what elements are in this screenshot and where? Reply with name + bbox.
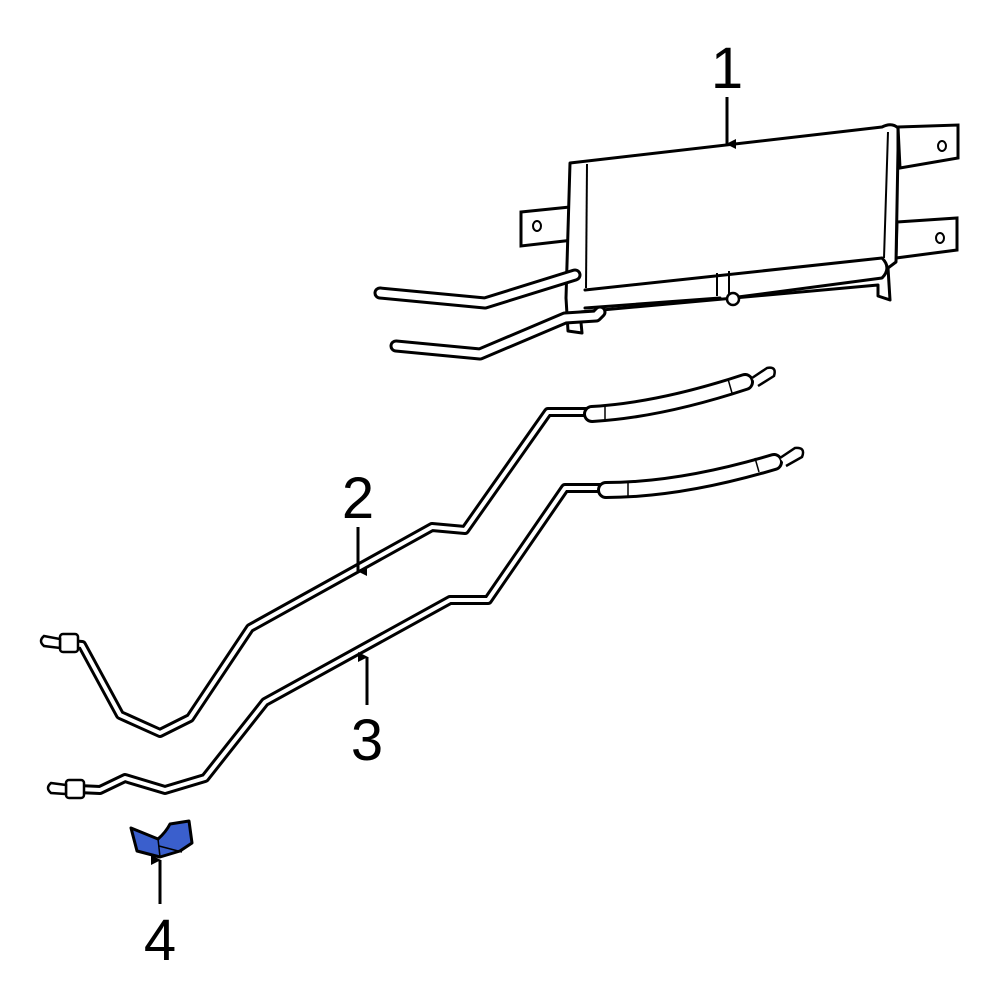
line-fitting xyxy=(39,632,80,654)
shield-bracket[interactable] xyxy=(129,819,194,859)
callout-number: 3 xyxy=(351,708,383,773)
oil-cooler[interactable] xyxy=(373,123,960,361)
callout-3: 3 xyxy=(351,652,383,773)
cooler-line-upper[interactable] xyxy=(39,366,776,738)
mounting-tab-lower-right xyxy=(894,216,959,260)
rubber-hose-section xyxy=(583,366,776,423)
callout-2: 2 xyxy=(342,466,374,576)
mounting-tab-upper-right xyxy=(896,123,960,170)
line-fitting xyxy=(46,778,86,800)
callout-number: 2 xyxy=(342,466,374,531)
mounting-tab-left xyxy=(519,205,575,248)
callout-number: 1 xyxy=(711,36,743,101)
callout-number: 4 xyxy=(144,908,176,973)
callout-1: 1 xyxy=(711,36,743,149)
cooler-outlet-pipe-upper xyxy=(373,268,582,310)
rubber-hose-section xyxy=(597,446,805,499)
callout-4: 4 xyxy=(144,855,176,973)
cooler-line-lower[interactable] xyxy=(46,446,805,800)
cooler-outlet-pipe-lower xyxy=(389,305,607,361)
